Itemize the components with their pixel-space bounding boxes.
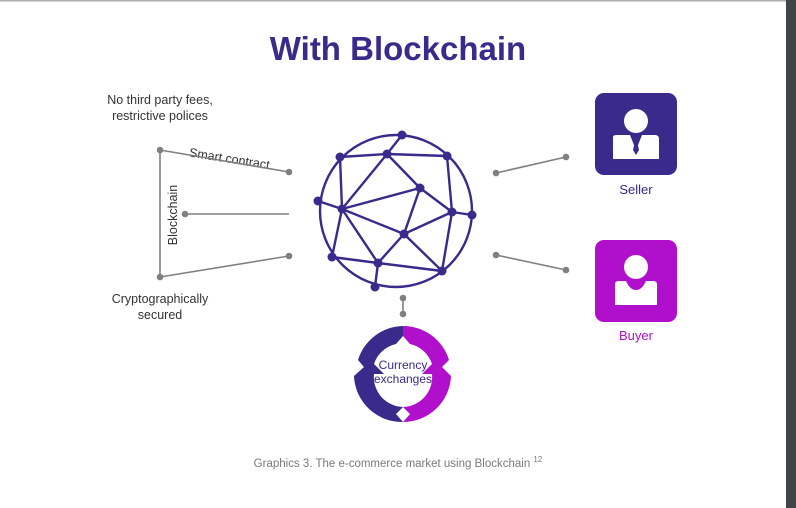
scrollbar[interactable]: [786, 0, 796, 508]
connector-dot: [492, 169, 500, 177]
label-no-third-party-fees: No third party fees, restrictive polices: [90, 92, 230, 124]
buyer-label: Buyer: [619, 328, 653, 343]
connector-seller: [495, 156, 567, 174]
figure-caption: Graphics 3. The e-commerce market using …: [0, 455, 796, 470]
connector-dot: [156, 273, 164, 281]
connector-smart-contract: [159, 149, 290, 173]
label-currency-exchanges: Currency exchanges: [353, 358, 453, 386]
currency-exchange-cycle-icon: [354, 325, 451, 423]
label-line: Cryptographically: [111, 292, 209, 306]
user-icon: [615, 255, 657, 305]
businessman-icon: [613, 109, 659, 159]
connector-dot: [156, 146, 164, 154]
label-line: No third party fees,: [107, 93, 213, 107]
connector-dot: [181, 210, 189, 218]
seller-tile: [595, 93, 677, 175]
label-line: restrictive polices: [112, 109, 208, 123]
network-edges: [317, 134, 473, 288]
top-border: [0, 0, 786, 2]
buyer-tile: [595, 240, 677, 322]
diagram-title: With Blockchain: [269, 30, 527, 67]
seller-label: Seller: [619, 182, 653, 197]
label-line: secured: [137, 308, 183, 322]
connector-dot: [399, 294, 407, 302]
connector-dot: [562, 266, 570, 274]
label-cryptographically-secured: Cryptographically secured: [90, 291, 230, 323]
connector-secured: [159, 255, 290, 278]
connector-dot: [285, 168, 293, 176]
caption-text: Graphics 3. The e-commerce market using …: [253, 457, 534, 470]
connector-dot: [399, 310, 407, 318]
blockchain-network-icon: [313, 130, 477, 292]
connectors: [156, 146, 570, 318]
connector-buyer: [495, 254, 567, 271]
label-line: Currency: [378, 358, 428, 372]
cycle-arrow-left: [354, 326, 403, 423]
label-line: exchanges: [373, 372, 433, 386]
cycle-arrow-right: [403, 325, 451, 422]
caption-footnote: 12: [533, 455, 543, 464]
connector-dot: [562, 153, 570, 161]
connector-dot: [492, 251, 500, 259]
network-nodes: [313, 130, 477, 292]
connector-dot: [285, 252, 293, 260]
